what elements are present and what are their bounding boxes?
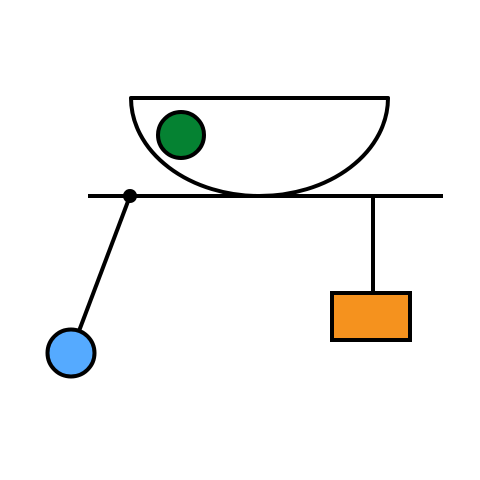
blue-pendulum-bob (45, 327, 97, 379)
pendulum-rod (77, 195, 132, 332)
pivot-point (123, 189, 137, 203)
green-ball (156, 110, 206, 160)
orange-hanging-block (330, 291, 412, 342)
